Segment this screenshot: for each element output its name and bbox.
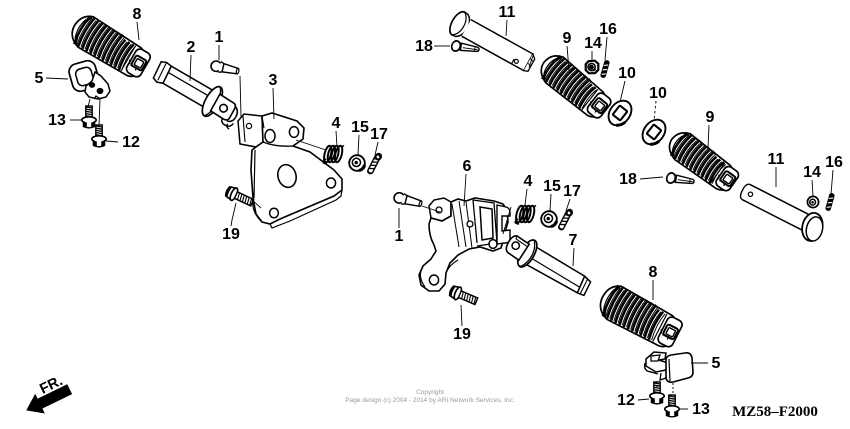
- svg-text:17: 17: [370, 126, 388, 143]
- svg-text:3: 3: [269, 72, 278, 89]
- svg-text:6: 6: [463, 158, 472, 175]
- svg-text:12: 12: [617, 392, 635, 409]
- svg-text:8: 8: [649, 264, 658, 281]
- svg-text:Copyright: Copyright: [416, 389, 444, 396]
- svg-text:1: 1: [395, 228, 404, 245]
- svg-text:13: 13: [48, 112, 66, 129]
- svg-text:2: 2: [187, 39, 196, 56]
- svg-text:15: 15: [543, 178, 561, 195]
- svg-text:17: 17: [563, 183, 581, 200]
- svg-text:1: 1: [215, 29, 224, 46]
- svg-text:12: 12: [122, 134, 140, 151]
- svg-text:13: 13: [692, 401, 710, 418]
- svg-text:11: 11: [499, 4, 516, 21]
- svg-text:18: 18: [415, 38, 433, 55]
- svg-text:8: 8: [133, 6, 142, 23]
- svg-text:MZ58–F2000: MZ58–F2000: [732, 404, 818, 420]
- svg-text:4: 4: [332, 115, 341, 132]
- svg-text:16: 16: [599, 21, 617, 38]
- svg-text:7: 7: [569, 232, 578, 249]
- svg-text:5: 5: [35, 70, 44, 87]
- svg-text:Page design (c) 2004 - 2014 by: Page design (c) 2004 - 2014 by ARI Netwo…: [345, 397, 515, 404]
- svg-text:14: 14: [584, 35, 602, 52]
- svg-text:14: 14: [803, 164, 821, 181]
- svg-text:19: 19: [222, 226, 240, 243]
- svg-text:10: 10: [618, 65, 636, 82]
- svg-text:9: 9: [563, 30, 572, 47]
- svg-text:4: 4: [524, 173, 533, 190]
- svg-text:10: 10: [649, 85, 667, 102]
- svg-text:18: 18: [619, 171, 637, 188]
- svg-text:15: 15: [351, 119, 369, 136]
- svg-text:9: 9: [706, 109, 715, 126]
- svg-text:11: 11: [768, 151, 785, 168]
- svg-text:16: 16: [825, 154, 843, 171]
- svg-text:5: 5: [712, 355, 721, 372]
- svg-text:19: 19: [453, 326, 471, 343]
